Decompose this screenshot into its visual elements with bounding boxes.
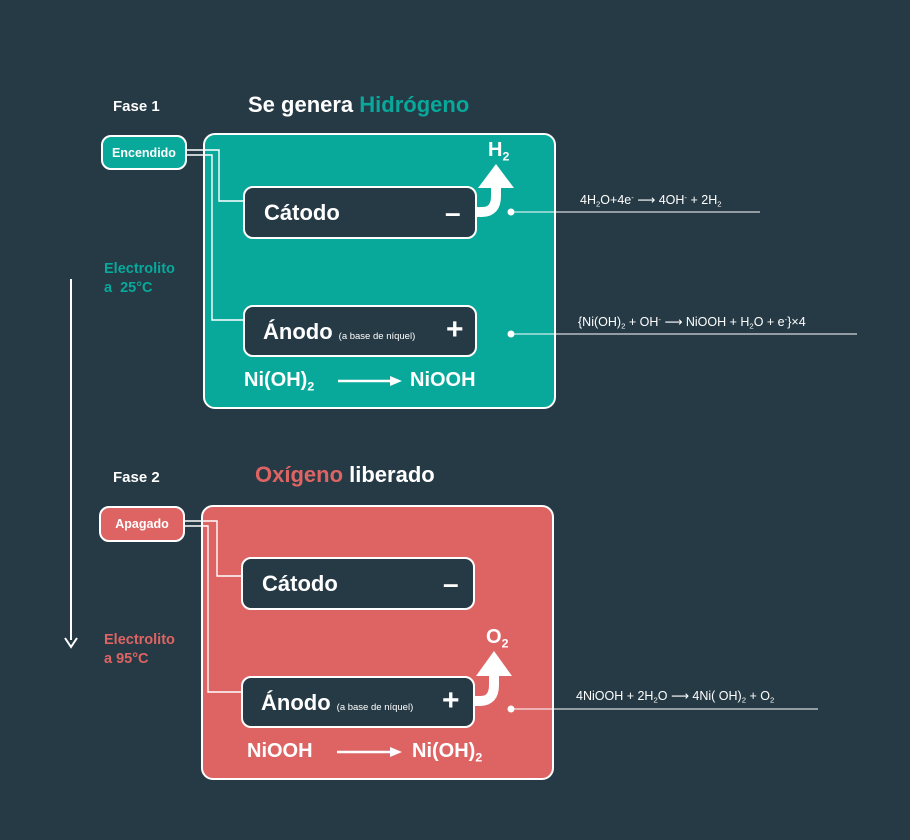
phase1-anode-note: (a base de níquel) [338,331,416,342]
phase2-product: Ni(OH) [412,740,476,762]
phase2-reaction-left: NiOOH [247,740,313,762]
phase2-anode-name: Ánodo [261,690,331,715]
h2-subscript: 2 [502,149,510,164]
anode2-equation: 4NiOOH + 2H2O ⟶ 4Ni( OH)2 + O2 [576,689,775,705]
power-switch-on: Encendido [101,135,187,170]
phase2-panel [201,505,554,780]
phase1-label: Fase 1 [113,98,160,115]
h2-release-arrow [474,164,514,217]
phase1-reactant: Ni(OH) [244,369,308,391]
anode2-dot [507,705,515,713]
electrolyte-95c-label: Electrolito a 95°C [104,631,175,669]
power-switch-off: Apagado [99,506,185,542]
phase2-title-highlight: Oxígeno [255,462,344,487]
phase2-anode-label: Ánodo (a base de níquel) [261,690,413,716]
phase1-reaction-right: NiOOH [410,369,476,391]
electrolyte-95c-line1: Electrolito [104,632,175,648]
o2-gas-label: O2 [486,626,509,651]
phase1-title: Se genera Hidrógeno [248,92,469,118]
phase1-reaction-left: Ni(OH)2 [244,369,315,394]
plus-icon: + [446,313,464,346]
o2-symbol: O [486,626,502,648]
o2-release-arrow [472,651,512,706]
phase1-cathode-label: Cátodo [264,200,340,225]
phase2-title: Oxígeno liberado [255,462,435,488]
anode1-dot [507,330,515,338]
reaction-arrows [337,376,402,757]
phase2-wires [184,520,242,693]
cathode1-equation: 4H2O+4e- ⟶ 4OH- + 2H2 [580,192,722,209]
o2-subscript: 2 [501,636,509,651]
minus-icon: – [443,568,459,599]
anode1-equation: {Ni(OH)2 + OH- ⟶ NiOOH + H2O + e-}×4 [578,314,806,331]
phase2-label: Fase 2 [113,469,160,486]
phase1-anode: Ánodo (a base de níquel) + [243,305,477,357]
phase2-cathode: Cátodo – [241,557,475,610]
phase1-anode-name: Ánodo [263,319,333,344]
phase1-cathode: Cátodo – [243,186,477,239]
phase1-wires [186,149,244,321]
electrolyte-95c-line2: a 95°C [104,651,149,667]
equation-leaders [511,211,857,710]
phase2-reaction-right: Ni(OH)2 [412,740,483,765]
phase1-reactant-sub: 2 [307,379,315,394]
phase2-product-sub: 2 [475,750,483,765]
phase1-anode-label: Ánodo (a base de níquel) [263,319,415,345]
electrolyte-25c-label: Electrolito a 25°C [104,260,175,298]
h2-gas-label: H2 [488,139,510,164]
temperature-arrow [64,279,78,649]
phase2-cathode-label: Cátodo [262,571,338,596]
phase2-anode: Ánodo (a base de níquel) + [241,676,475,728]
plus-icon: + [442,684,460,717]
h2-symbol: H [488,139,503,161]
minus-icon: – [445,197,461,228]
phase1-title-prefix: Se genera [248,92,354,117]
phase1-title-highlight: Hidrógeno [359,92,470,117]
cathode1-dot [507,208,515,216]
phase2-title-suffix: liberado [349,462,435,487]
electrolyte-25c-line1: Electrolito [104,261,175,277]
phase2-anode-note: (a base de níquel) [336,702,414,713]
electrolyte-25c-line2: a 25°C [104,280,153,296]
